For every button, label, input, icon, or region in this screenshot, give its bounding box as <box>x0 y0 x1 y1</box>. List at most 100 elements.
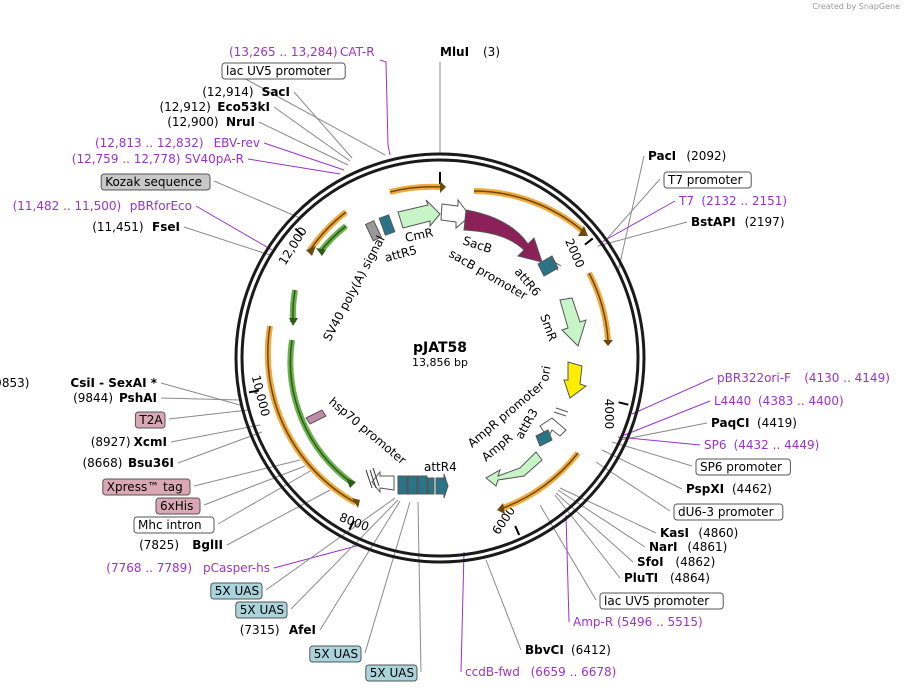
polya-block[interactable] <box>364 220 382 242</box>
right-label-5[interactable]: L4440(4383 .. 4400) <box>714 394 844 408</box>
left-label-20[interactable]: 5X UAS <box>235 601 288 619</box>
t2a-feature[interactable] <box>305 409 327 425</box>
orf-arrow-3-core <box>588 272 609 341</box>
label-pos: (12,813 .. 12,832) <box>95 136 204 150</box>
tick-10000 <box>248 389 260 394</box>
tick-6000 <box>514 525 521 536</box>
uas-block-3[interactable] <box>417 475 428 495</box>
left-label-0[interactable]: lac UV5 promoter <box>221 62 346 80</box>
label-name: Amp-R <box>573 615 613 629</box>
left-connector-8 <box>183 226 271 256</box>
left-connector-7 <box>195 205 273 251</box>
right-label-2[interactable]: T7(2132 .. 2151) <box>678 194 787 208</box>
uas-block-2[interactable] <box>407 475 418 495</box>
left-label-15[interactable]: 6xHis <box>155 497 201 515</box>
label-name: L4440 <box>714 394 751 408</box>
right-label-3[interactable]: BstAPI(2197) <box>691 215 785 229</box>
marker-lines <box>547 259 569 417</box>
label-pos: (6412) <box>571 643 611 657</box>
left-label-22[interactable]: 5X UAS <box>309 645 362 663</box>
left-label-11[interactable]: T2A <box>134 411 166 429</box>
left-label-18[interactable]: pCasper-hs(7768 .. 7789) <box>106 561 270 575</box>
right-connector-12 <box>557 489 646 548</box>
attr3-feature[interactable] <box>535 429 553 447</box>
left-label-5[interactable]: SV40pA-R(12,759 .. 12,778) <box>72 152 244 166</box>
uas-block-4[interactable] <box>427 477 435 495</box>
label-text: Kozak sequence <box>105 175 202 189</box>
attr4-feature[interactable] <box>435 473 449 499</box>
label-pos: (8668) <box>82 456 122 470</box>
label-name: PacI <box>648 149 676 163</box>
right-connector-14 <box>554 494 621 579</box>
left-label-7[interactable]: pBRforEco(11,482 .. 11,500) <box>13 199 192 213</box>
right-connector-10 <box>595 461 671 512</box>
right-connector-1 <box>605 178 661 241</box>
left-label-13[interactable]: Bsu36I(8668) <box>82 456 174 470</box>
right-connector-5 <box>621 400 711 437</box>
right-label-11[interactable]: KasI(4860) <box>660 526 738 540</box>
right-label-16[interactable]: Amp-R(5496 .. 5515) <box>573 615 703 629</box>
label-pos: (9844) <box>73 391 113 405</box>
right-connector-16 <box>565 514 570 623</box>
cmr-promoter-feature[interactable] <box>440 198 471 230</box>
orf-arrowhead-2 <box>578 226 588 236</box>
attr5-feature[interactable] <box>378 214 396 236</box>
left-label-12[interactable]: XcmI(8927) <box>91 435 167 449</box>
left-label-10[interactable]: PshAI(9844) <box>73 391 157 405</box>
top-label-0[interactable]: (13,265 .. 13,284)CAT-R <box>229 45 375 59</box>
left-label-6[interactable]: Kozak sequence <box>100 173 211 191</box>
smr-feature[interactable] <box>559 297 587 347</box>
left-label-21[interactable]: AfeI(7315) <box>240 623 316 637</box>
left-label-4[interactable]: EBV-rev(12,813 .. 12,832) <box>95 136 260 150</box>
right-label-13[interactable]: SfoI(4862) <box>637 555 715 569</box>
left-label-3[interactable]: NruI(12,900) <box>167 115 255 129</box>
left-label-1[interactable]: SacI(12,914) <box>202 85 290 99</box>
right-connector-0 <box>617 155 645 273</box>
backbone-outer <box>234 152 646 564</box>
left-label-16[interactable]: Mhc intron <box>133 516 215 534</box>
top-label-1[interactable]: MluI(3) <box>440 45 500 59</box>
right-label-17[interactable]: BbvCI(6412) <box>525 643 611 657</box>
right-label-18[interactable]: ccdB-fwd(6659 .. 6678) <box>465 665 616 679</box>
right-label-12[interactable]: NarI(4861) <box>649 540 727 554</box>
left-label-14[interactable]: Xpress™ tag <box>102 478 191 496</box>
right-label-7[interactable]: SP6(4432 .. 4449) <box>704 438 819 452</box>
label-name: XcmI <box>134 435 167 449</box>
right-label-0[interactable]: PacI(2092) <box>648 149 726 163</box>
right-label-14[interactable]: PluTI(4864) <box>624 571 710 585</box>
left-label-8[interactable]: FseI(11,451) <box>92 220 180 234</box>
sacb-feature[interactable] <box>463 209 543 263</box>
right-label-9[interactable]: PspXI(4462) <box>686 482 772 496</box>
label-name: NruI <box>226 115 255 129</box>
right-label-6[interactable]: PaqCI(4419) <box>711 416 797 430</box>
label-pos: (2197) <box>745 215 785 229</box>
label-text: 6xHis <box>160 499 193 513</box>
right-label-8[interactable]: SP6 promoter <box>695 458 791 476</box>
left-connector-5 <box>247 158 341 175</box>
label-pos: (7825) <box>139 538 179 552</box>
left-label-9[interactable]: CsiI - SexAI *(9853) <box>0 376 158 390</box>
ori-feature[interactable] <box>563 361 588 399</box>
left-label-2[interactable]: Eco53kI(12,912) <box>159 100 270 114</box>
label-box <box>309 645 362 663</box>
left-connector-0 <box>228 69 386 156</box>
orf-arrows <box>264 183 611 511</box>
left-label-23[interactable]: 5X UAS <box>365 664 418 682</box>
label-text: 5X UAS <box>314 647 358 661</box>
label-box <box>100 173 211 191</box>
ampr-feature[interactable] <box>485 451 543 487</box>
left-label-19[interactable]: 5X UAS <box>210 582 263 600</box>
label-box <box>599 592 724 610</box>
left-connector-6 <box>213 180 301 219</box>
hsp70-promoter-label: hsp70 promoter <box>326 395 409 468</box>
uas-block-1[interactable] <box>397 475 408 495</box>
cmr-feature[interactable] <box>397 199 441 229</box>
left-label-17[interactable]: BglII(7825) <box>139 538 223 552</box>
label-box <box>102 478 191 496</box>
right-label-1[interactable]: T7 promoter <box>663 171 752 189</box>
right-label-10[interactable]: dU6-3 promoter <box>673 503 784 521</box>
right-label-15[interactable]: lac UV5 promoter <box>599 592 724 610</box>
tick-12000 <box>294 228 304 237</box>
left-connector-21 <box>319 500 401 631</box>
right-label-4[interactable]: pBR322ori-F(4130 .. 4149) <box>717 371 890 385</box>
